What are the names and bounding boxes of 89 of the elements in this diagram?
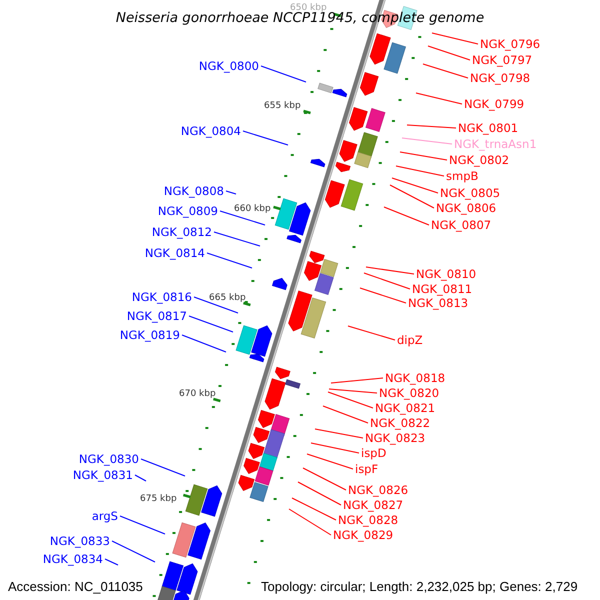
- gene-label: NGK_0834: [42, 552, 103, 566]
- gene-label: NGK_0809: [158, 204, 218, 218]
- leader-line: [328, 388, 378, 394]
- leader-line: [182, 334, 226, 352]
- gene-label: NGK_0804: [180, 124, 241, 138]
- leader-line: [140, 458, 186, 476]
- leader-line: [432, 32, 478, 44]
- gene-label: NGK_0800: [198, 59, 259, 73]
- leader-line: [302, 468, 346, 490]
- gene-label: NGK_0813: [408, 296, 468, 310]
- gene-label: NGK_0829: [333, 528, 394, 542]
- gene-label: NGK_0798: [470, 71, 530, 85]
- gene-label: NGK_0821: [375, 401, 436, 415]
- leader-line: [194, 296, 238, 314]
- gene-label: NGK_0806: [436, 201, 496, 215]
- gene-label: NGK_0807: [431, 218, 492, 232]
- scale-label: 650 kbp: [290, 3, 327, 13]
- scale-label: 655 kbp: [264, 101, 301, 112]
- leader-line: [214, 232, 260, 246]
- leader-line: [314, 428, 364, 438]
- leader-line: [330, 378, 384, 384]
- leader-line: [226, 190, 236, 194]
- gene-label: NGK_0823: [365, 431, 426, 445]
- gene-label: NGK_0822: [370, 416, 430, 430]
- gene-label: NGK_0828: [338, 513, 398, 527]
- leader-line: [428, 46, 470, 60]
- scale-label: 670 kbp: [179, 389, 216, 400]
- leader-line: [242, 130, 288, 146]
- leader-line: [366, 266, 414, 274]
- leader-line: [422, 64, 468, 78]
- leader-line: [402, 138, 452, 144]
- leader-line: [206, 252, 252, 268]
- leader-line: [120, 516, 166, 534]
- leader-line: [188, 316, 234, 332]
- leader-line: [134, 474, 146, 482]
- gene-label: NGK_0808: [164, 184, 224, 198]
- gene-label: NGK_0797: [472, 53, 532, 67]
- scale-label: 665 kbp: [209, 293, 246, 304]
- leader-line: [220, 210, 266, 226]
- gene-label: ispF: [355, 462, 378, 476]
- leader-line: [348, 326, 396, 340]
- gene-label: NGK_0796: [480, 37, 540, 51]
- leader-line: [112, 540, 156, 562]
- gene-label: NGK_0814: [144, 246, 205, 260]
- leader-line: [328, 392, 374, 408]
- gene-label: NGK_0818: [385, 371, 446, 385]
- gene-label: dipZ: [397, 333, 423, 347]
- scale-label: 660 kbp: [234, 204, 271, 215]
- gene-label: NGK_0830: [78, 452, 139, 466]
- leader-line: [392, 178, 438, 194]
- gene-label: NGK_0833: [50, 534, 110, 548]
- leader-line: [406, 124, 456, 128]
- leader-line: [416, 92, 462, 104]
- leader-line: [298, 482, 342, 506]
- gene-label: NGK_0820: [379, 386, 440, 400]
- leader-line: [104, 558, 118, 566]
- diagram-title: Neisseria gonorrhoeae NCCP11945, complete genome: [114, 10, 486, 27]
- leader-line: [292, 498, 336, 520]
- gene-label: NGK_0810: [416, 267, 476, 281]
- leader-line: [310, 442, 360, 454]
- gene-label: NGK_trnaAsn1: [454, 137, 537, 151]
- leader-line: [360, 288, 406, 304]
- gene-label: NGK_0831: [72, 468, 133, 482]
- genome-stats-text: Topology: circular; Length: 2,232,025 bp; Genes: 2,729: [261, 579, 578, 595]
- leader-line: [384, 206, 430, 226]
- leader-line: [260, 66, 306, 82]
- scale-label: 675 kbp: [140, 494, 177, 505]
- gene-label: NGK_0802: [449, 153, 510, 167]
- gene-label: NGK_0811: [412, 282, 472, 296]
- leader-line: [364, 272, 410, 290]
- gene-label: argS: [92, 509, 118, 523]
- accession-text: Accession: NC_011035: [8, 579, 143, 595]
- leader-line: [322, 406, 368, 424]
- gene-label: NGK_0819: [120, 328, 180, 342]
- leader-line: [288, 508, 332, 536]
- gene-label: NGK_0805: [440, 186, 500, 200]
- gene-label: NGK_0826: [348, 483, 408, 497]
- gene-label: NGK_0799: [464, 97, 524, 111]
- leader-line: [396, 166, 444, 176]
- gene-label: smpB: [446, 169, 478, 183]
- gene-label: NGK_0801: [458, 121, 518, 135]
- leader-line: [390, 184, 434, 208]
- gene-label: NGK_0812: [152, 225, 212, 239]
- leader-line: [306, 454, 354, 470]
- leader-line: [400, 152, 448, 160]
- gene-label: NGK_0816: [132, 290, 192, 304]
- gene-label: NGK_0817: [126, 309, 187, 323]
- gene-label: NGK_0827: [343, 498, 404, 512]
- gene-label: ispD: [361, 446, 386, 460]
